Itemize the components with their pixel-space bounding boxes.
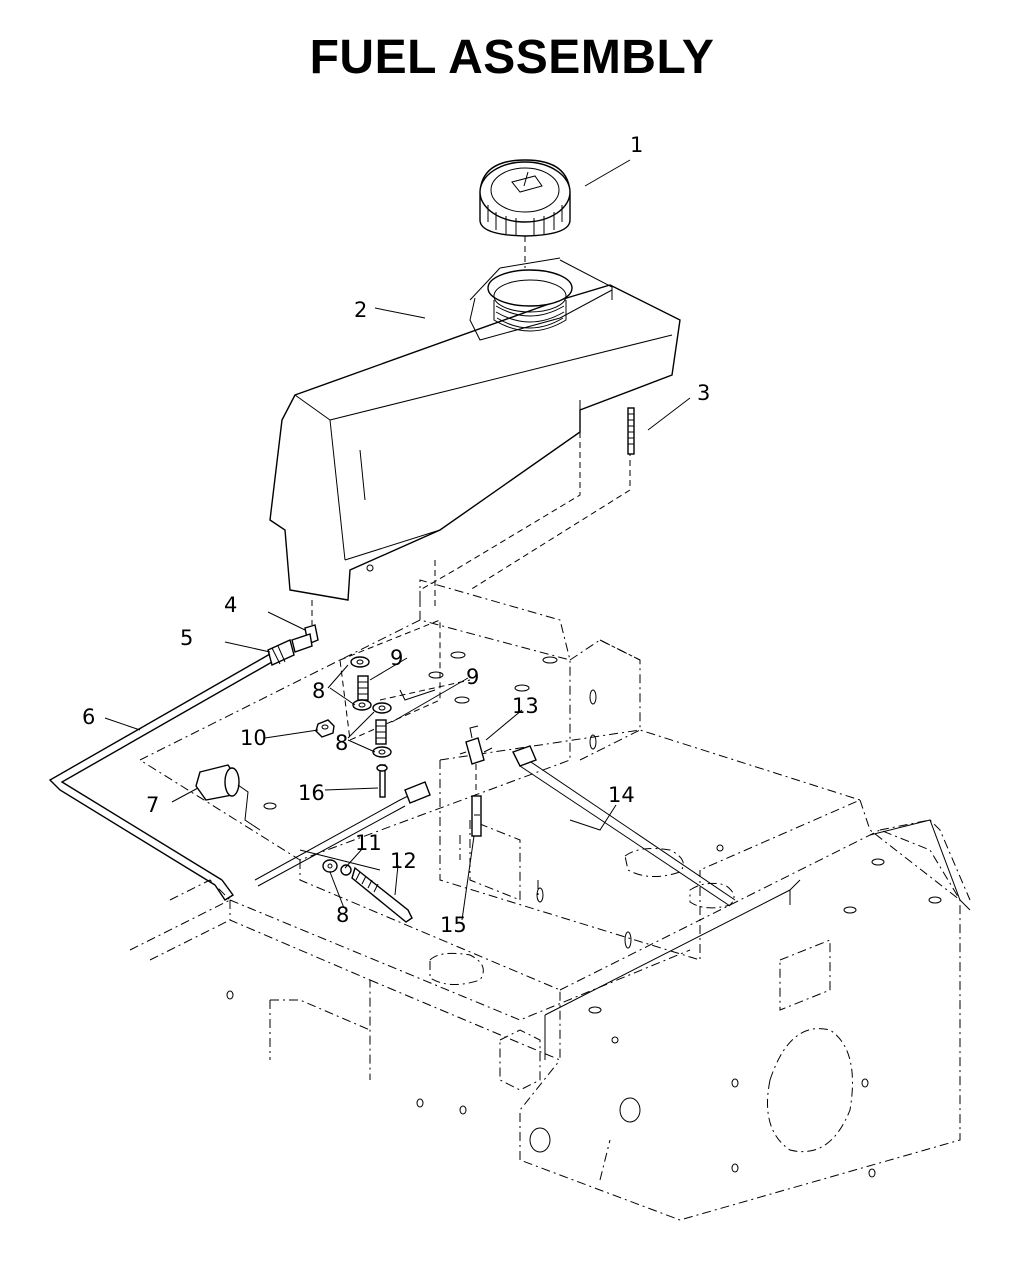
callout-12: 12 bbox=[390, 849, 417, 873]
lower-fuel-lines bbox=[254, 745, 736, 923]
fuel-line bbox=[48, 600, 319, 901]
stud bbox=[627, 407, 635, 455]
callout-8b: 8 bbox=[335, 731, 348, 755]
callout-4: 4 bbox=[224, 593, 237, 617]
callout-11: 11 bbox=[355, 831, 382, 855]
callout-9b: 9 bbox=[466, 665, 479, 689]
nut bbox=[315, 719, 335, 738]
right-side-plate bbox=[544, 819, 971, 1060]
callout-14: 14 bbox=[608, 783, 635, 807]
frame-slots bbox=[226, 651, 942, 1178]
chassis-frame bbox=[129, 579, 971, 1221]
fuel-cap bbox=[479, 159, 571, 268]
callout-5: 5 bbox=[180, 626, 193, 650]
callout-15: 15 bbox=[440, 913, 467, 937]
callout-7: 7 bbox=[146, 793, 159, 817]
callout-3: 3 bbox=[697, 381, 710, 405]
mounting-plate bbox=[339, 619, 471, 798]
callout-6: 6 bbox=[82, 705, 95, 729]
fuel-filter bbox=[195, 764, 261, 831]
callout-labels: 1 2 3 4 5 6 7 8 8 8 9 9 10 11 12 13 14 1… bbox=[82, 133, 710, 937]
callout-9a: 9 bbox=[390, 646, 403, 670]
shut-off-valve bbox=[459, 725, 493, 837]
callout-1: 1 bbox=[630, 133, 643, 157]
callout-16: 16 bbox=[298, 781, 325, 805]
callout-8c: 8 bbox=[336, 903, 349, 927]
leader-lines bbox=[104, 159, 691, 921]
callout-10: 10 bbox=[240, 726, 267, 750]
fuel-tank bbox=[269, 257, 681, 620]
callout-13: 13 bbox=[512, 694, 539, 718]
callout-8a: 8 bbox=[312, 679, 325, 703]
diagram-title: FUEL ASSEMBLY bbox=[309, 31, 715, 84]
callout-2: 2 bbox=[354, 298, 367, 322]
